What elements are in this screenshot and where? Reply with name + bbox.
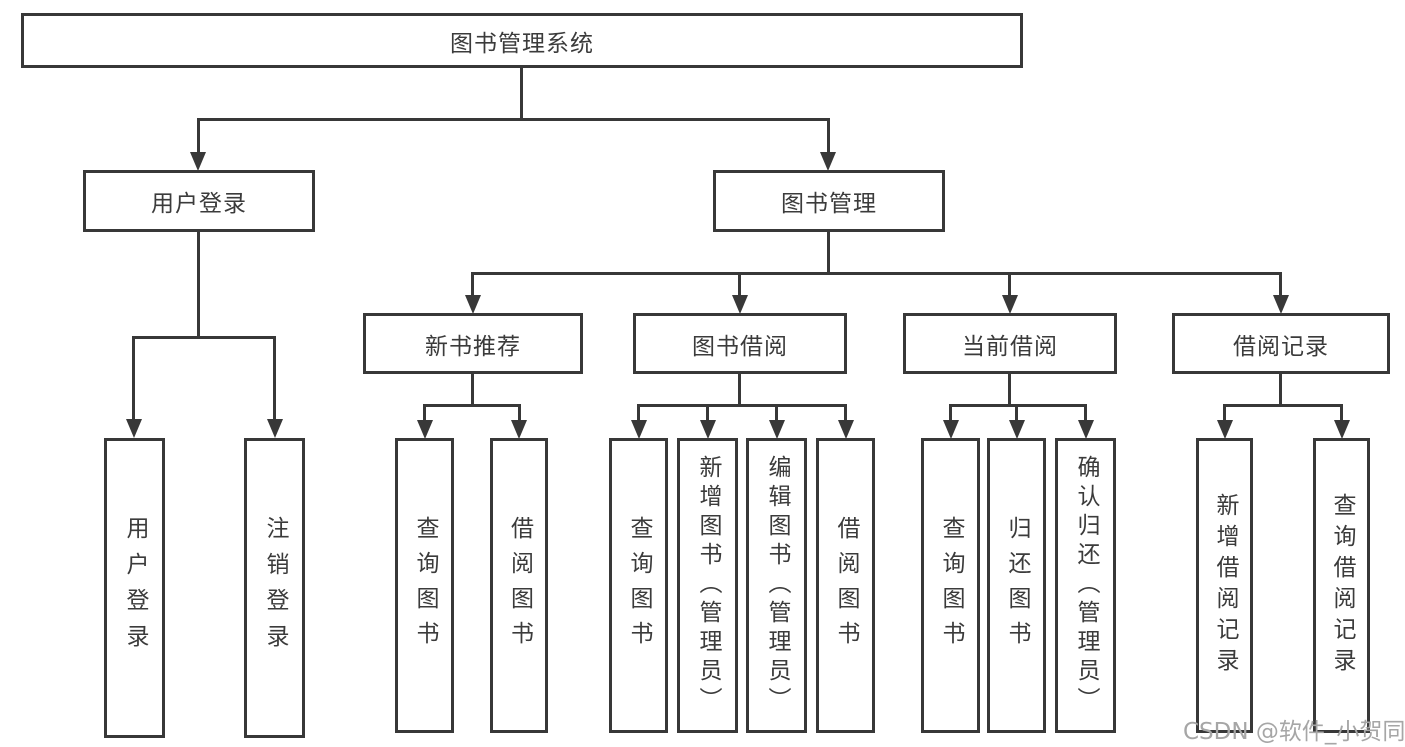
node-user-login-label: 用户登录 — [151, 191, 247, 217]
node-book-borrow-label: 图书借阅 — [692, 333, 788, 360]
leaf-recommend-borrow-books-label: 借阅图书 — [506, 515, 533, 656]
leaf-records-query-record-label: 查询借阅记录 — [1329, 492, 1355, 679]
arrow-to-book-borrow — [732, 295, 748, 314]
arrow-to-book-management — [820, 152, 836, 171]
arrow-to-current-borrow — [1002, 295, 1018, 314]
leaf-current-query-books-label: 查询图书 — [938, 515, 964, 656]
connector-user-login-stub — [197, 232, 200, 336]
connector-borrow-drop-3 — [775, 404, 778, 422]
leaf-borrow-query-books: 查询图书 — [609, 438, 668, 733]
connector-current-stub — [1008, 374, 1011, 405]
connector-recommend-rail — [423, 404, 521, 407]
connector-book-management-stub — [827, 232, 830, 272]
leaf-borrow-edit-books-admin: 编辑图书（管理员） — [746, 438, 807, 733]
arrow-to-leaf-logout — [267, 419, 283, 438]
leaf-recommend-query-books: 查询图书 — [395, 438, 454, 733]
node-library-system-label: 图书管理系统 — [450, 30, 594, 57]
arrow-to-recommend-borrow — [511, 420, 527, 439]
leaf-borrow-edit-books-admin-label: 编辑图书（管理员） — [764, 455, 790, 716]
connector-borrow-drop-2 — [706, 404, 709, 422]
leaf-records-add-record-label: 新增借阅记录 — [1212, 492, 1238, 679]
connector-borrow-drop-1 — [637, 404, 640, 422]
connector-level2-drop-4 — [1279, 272, 1282, 296]
leaf-current-return-books-label: 归还图书 — [1004, 515, 1030, 656]
leaf-logout-label: 注销登录 — [262, 516, 288, 660]
node-book-management: 图书管理 — [713, 170, 945, 232]
node-borrow-records-label: 借阅记录 — [1233, 333, 1329, 360]
arrow-to-current-return — [1009, 420, 1025, 439]
csdn-watermark: CSDN @软件_小贺同学 — [1183, 719, 1405, 745]
connector-recommend-stub — [471, 374, 474, 405]
arrow-to-borrow-query — [631, 420, 647, 439]
arrow-to-new-book-recommend — [465, 295, 481, 314]
node-borrow-records: 借阅记录 — [1172, 313, 1390, 374]
leaf-recommend-borrow-books: 借阅图书 — [490, 438, 548, 733]
connector-root-stub — [520, 68, 523, 120]
node-user-login: 用户登录 — [83, 170, 315, 232]
connector-level2-drop-3 — [1008, 272, 1011, 296]
leaf-borrow-add-books-admin-label: 新增图书（管理员） — [695, 455, 721, 716]
connector-root-drop-left — [197, 118, 200, 154]
connector-user-login-drop-2 — [273, 336, 276, 420]
connector-borrow-drop-4 — [844, 404, 847, 422]
arrow-to-borrow-edit — [769, 420, 785, 439]
leaf-borrow-query-books-label: 查询图书 — [626, 515, 652, 656]
arrow-to-current-confirm — [1078, 420, 1094, 439]
connector-level2-drop-1 — [471, 272, 474, 296]
connector-root-rail — [197, 118, 830, 121]
connector-level2-drop-2 — [738, 272, 741, 296]
leaf-borrow-add-books-admin: 新增图书（管理员） — [677, 438, 738, 733]
connector-borrow-stub — [738, 374, 741, 405]
arrow-to-records-add — [1217, 420, 1233, 439]
connector-level2-rail — [471, 272, 1281, 275]
connector-user-login-drop-1 — [132, 336, 135, 420]
leaf-borrow-borrow-books: 借阅图书 — [816, 438, 875, 733]
leaf-current-confirm-return-admin-label: 确认归还（管理员） — [1073, 455, 1099, 716]
arrow-to-borrow-records — [1273, 295, 1289, 314]
leaf-records-add-record: 新增借阅记录 — [1196, 438, 1253, 733]
arrow-to-current-query — [943, 420, 959, 439]
leaf-user-login: 用户登录 — [104, 438, 165, 738]
leaf-user-login-label: 用户登录 — [122, 516, 148, 660]
connector-recommend-drop-1 — [423, 404, 426, 422]
arrow-to-recommend-query — [417, 420, 433, 439]
arrow-to-records-query — [1334, 420, 1350, 439]
connector-recommend-drop-2 — [518, 404, 521, 422]
leaf-records-query-record: 查询借阅记录 — [1313, 438, 1370, 733]
connector-records-stub — [1279, 374, 1282, 405]
leaf-current-return-books: 归还图书 — [987, 438, 1046, 733]
node-library-system: 图书管理系统 — [21, 13, 1023, 68]
connector-root-drop-right — [827, 118, 830, 154]
connector-current-drop-1 — [949, 404, 952, 422]
connector-current-rail — [949, 404, 1087, 407]
connector-records-rail — [1223, 404, 1343, 407]
arrow-to-user-login — [190, 152, 206, 171]
leaf-current-query-books: 查询图书 — [921, 438, 980, 733]
connector-records-drop-1 — [1223, 404, 1226, 422]
arrow-to-borrow-add — [700, 420, 716, 439]
node-new-book-recommend: 新书推荐 — [363, 313, 583, 374]
leaf-current-confirm-return-admin: 确认归还（管理员） — [1055, 438, 1116, 733]
leaf-borrow-borrow-books-label: 借阅图书 — [833, 515, 859, 656]
node-book-borrow: 图书借阅 — [633, 313, 847, 374]
node-current-borrow: 当前借阅 — [903, 313, 1117, 374]
connector-current-drop-3 — [1084, 404, 1087, 422]
connector-borrow-rail — [637, 404, 847, 407]
node-new-book-recommend-label: 新书推荐 — [425, 333, 521, 360]
connector-records-drop-2 — [1340, 404, 1343, 422]
arrow-to-leaf-user-login — [126, 419, 142, 438]
connector-current-drop-2 — [1015, 404, 1018, 422]
arrow-to-borrow-borrow — [838, 420, 854, 439]
leaf-recommend-query-books-label: 查询图书 — [412, 515, 438, 656]
connector-user-login-rail — [132, 336, 275, 339]
leaf-logout: 注销登录 — [244, 438, 305, 738]
node-current-borrow-label: 当前借阅 — [962, 333, 1058, 360]
node-book-management-label: 图书管理 — [781, 191, 877, 217]
